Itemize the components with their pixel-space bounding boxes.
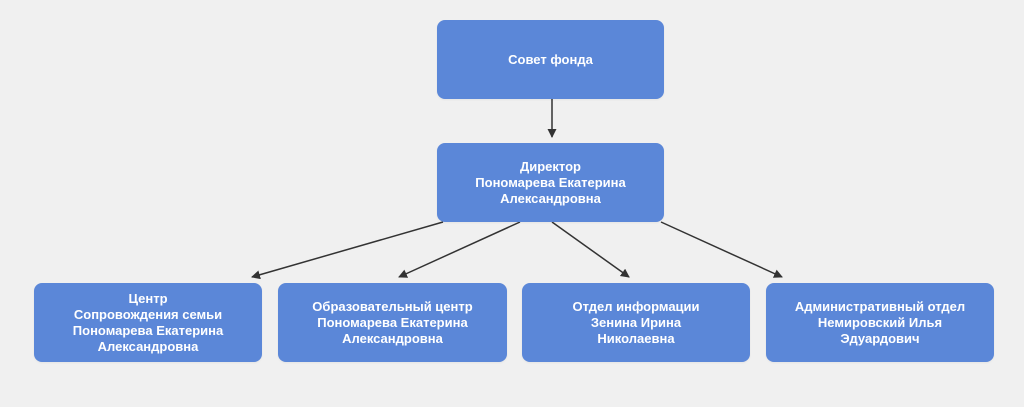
connector-arrow-director-dept3 xyxy=(551,221,630,278)
org-node-education-center: Образовательный центр Пономарева Екатери… xyxy=(278,283,507,362)
org-node-council: Совет фонда xyxy=(437,20,664,99)
connector-arrow-director-dept4 xyxy=(660,221,783,278)
org-node-director: Директор Пономарева Екатерина Александро… xyxy=(437,143,664,222)
connector-arrow-director-dept1 xyxy=(251,221,444,280)
org-node-family-support-center: Центр Сопровождения семьи Пономарева Ека… xyxy=(34,283,262,362)
org-node-information-department-label: Отдел информации Зенина Ирина Николаевна xyxy=(572,298,700,346)
org-node-education-center-label: Образовательный центр Пономарева Екатери… xyxy=(312,298,473,346)
org-node-administrative-department-label: Административный отдел Немировский Илья … xyxy=(794,298,966,346)
org-node-council-label: Совет фонда xyxy=(508,51,593,67)
org-node-director-label: Директор Пономарева Екатерина Александро… xyxy=(475,158,626,206)
org-node-administrative-department: Административный отдел Немировский Илья … xyxy=(766,283,994,362)
connector-arrow-director-dept2 xyxy=(398,221,521,278)
org-node-family-support-center-label: Центр Сопровождения семьи Пономарева Ека… xyxy=(72,290,224,354)
org-node-information-department: Отдел информации Зенина Ирина Николаевна xyxy=(522,283,750,362)
